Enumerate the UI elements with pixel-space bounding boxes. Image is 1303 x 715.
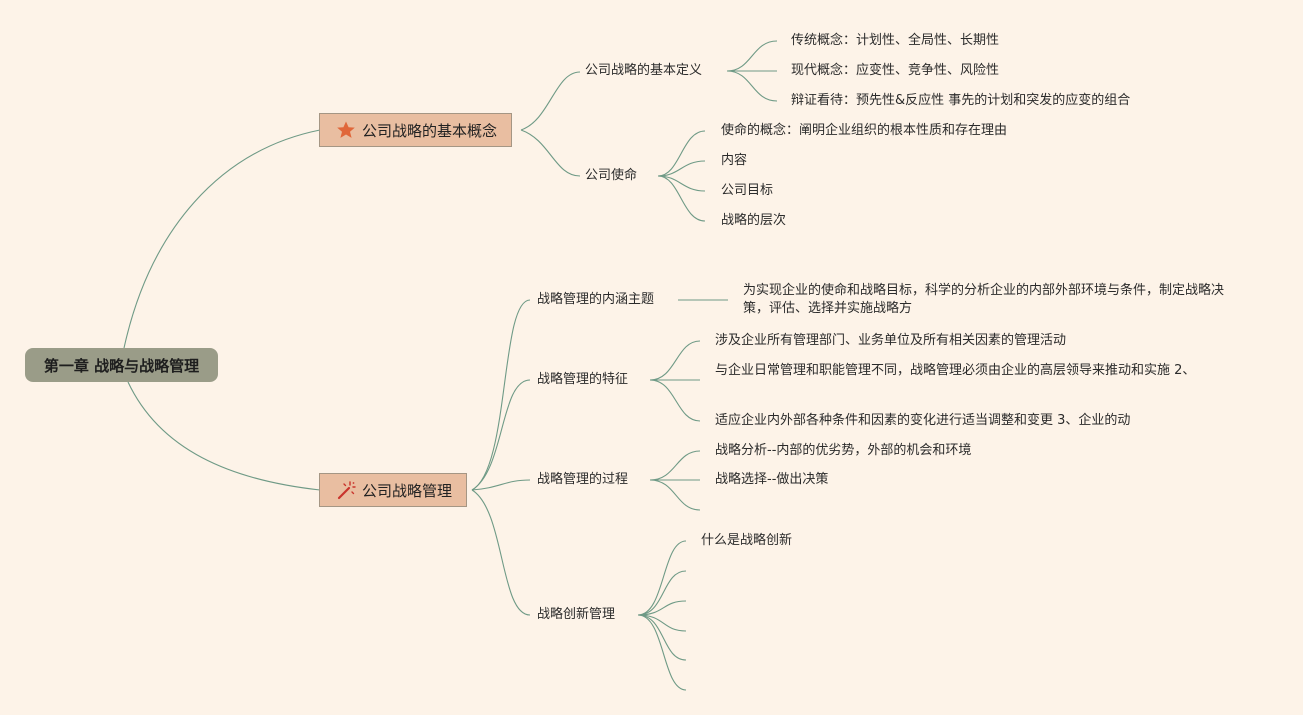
leaf-item[interactable]: 内容 (721, 153, 748, 168)
link-innov-leaf4 (637, 614, 687, 632)
link-mission-leaf2 (657, 160, 706, 177)
topic-innovation[interactable]: 战略创新管理 (537, 607, 616, 622)
leaf-item[interactable]: 公司目标 (721, 183, 774, 198)
topic-features[interactable]: 战略管理的特征 (537, 372, 629, 387)
topic-definition[interactable]: 公司战略的基本定义 (585, 63, 703, 78)
topic-process[interactable]: 战略管理的过程 (537, 472, 629, 487)
magic-wand-icon (337, 481, 356, 500)
link-def-leaf3 (726, 70, 778, 102)
link-innov-leaf2 (637, 570, 687, 616)
link-b1-def (520, 71, 581, 131)
link-features-leaf1 (649, 340, 701, 381)
leaf-item[interactable]: 现代概念：应变性、竞争性、风险性 (791, 63, 1000, 78)
topic-mission[interactable]: 公司使命 (585, 168, 638, 183)
branch-node-management[interactable]: 公司战略管理 (319, 473, 468, 507)
link-innov-leaf6 (637, 614, 687, 691)
link-def-leaf1 (726, 40, 778, 72)
leaf-item[interactable]: 涉及企业所有管理部门、业务单位及所有相关因素的管理活动 (715, 333, 1067, 348)
link-features-leaf3 (649, 379, 701, 422)
leaf-item[interactable]: 战略分析--内部的优劣势，外部的机会和环境 (715, 443, 972, 458)
leaf-item[interactable]: 为实现企业的使命和战略目标，科学的分析企业的内部外部环境与条件，制定战略决策，评… (743, 283, 1225, 316)
link-innov-leaf3 (637, 600, 687, 616)
link-root-branch1 (123, 129, 321, 349)
leaf-item[interactable]: 使命的概念：阐明企业组织的根本性质和存在理由 (721, 123, 1008, 138)
link-innov-leaf5 (637, 614, 687, 661)
link-mission-leaf1 (657, 130, 706, 177)
link-b2-connotation (471, 299, 531, 491)
leaf-item[interactable]: 战略选择--做出决策 (715, 472, 829, 487)
leaf-item[interactable]: 什么是战略创新 (701, 533, 793, 548)
branch-label: 公司战略管理 (362, 481, 453, 500)
root-node[interactable]: 第一章 战略与战略管理 (25, 348, 218, 382)
leaf-item[interactable]: 传统概念：计划性、全局性、长期性 (791, 33, 1000, 48)
link-b2-process (471, 479, 531, 491)
leaf-item[interactable]: 适应企业内外部各种条件和因素的变化进行适当调整和变更 3、企业的动 (715, 413, 1131, 428)
link-root-branch2 (127, 381, 321, 491)
leaf-item[interactable]: 辩证看待：预先性&反应性 事先的计划和突发的应变的组合 (791, 93, 1131, 108)
link-b2-innovation (471, 489, 531, 616)
link-innov-leaf1 (637, 540, 687, 616)
link-process-leaf3 (649, 479, 701, 511)
link-b1-mission (520, 129, 581, 177)
branch-node-concept[interactable]: 公司战略的基本概念 (319, 113, 513, 147)
star-icon (337, 121, 355, 138)
leaf-item[interactable]: 战略的层次 (721, 213, 787, 228)
topic-connotation[interactable]: 战略管理的内涵主题 (537, 292, 655, 307)
leaf-item[interactable]: 与企业日常管理和职能管理不同，战略管理必须由企业的高层领导来推动和实施 2、 (715, 363, 1196, 378)
branch-label: 公司战略的基本概念 (362, 121, 498, 140)
link-process-leaf1 (649, 450, 701, 481)
root-label: 第一章 战略与战略管理 (43, 356, 200, 375)
link-b2-features (471, 379, 531, 491)
link-mission-leaf4 (657, 175, 706, 222)
